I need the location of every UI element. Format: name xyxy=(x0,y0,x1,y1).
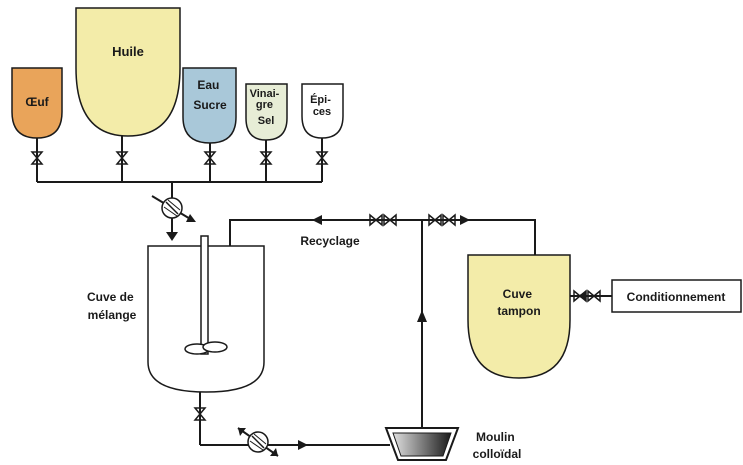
mixing-tank-label-line2: mélange xyxy=(88,308,137,322)
tank-outlet-pipes xyxy=(36,136,323,182)
tank-eau-sucre-line1: Eau xyxy=(197,78,219,92)
recycle-label: Recyclage xyxy=(300,234,360,248)
tank-epices-label: Épi- ces xyxy=(310,93,334,118)
tank-epices xyxy=(301,83,344,139)
tank-epices-line2: ces xyxy=(313,106,331,118)
recycle-valve[interactable] xyxy=(369,213,383,227)
mill-label-line1: Moulin xyxy=(476,430,515,444)
tank-huile-label: Huile xyxy=(112,44,144,59)
buffer-tank xyxy=(467,254,571,379)
buffer-arrow xyxy=(460,215,470,225)
tank-vinaigre-sel xyxy=(245,83,288,141)
valve-eau-sucre[interactable] xyxy=(203,151,217,165)
mill-riser-arrow xyxy=(417,310,427,322)
tank-epices-line1: Épi- xyxy=(310,93,331,106)
mixing-tank-label-line1: Cuve de xyxy=(87,290,134,304)
buffer-valve-2[interactable] xyxy=(442,213,456,227)
mixing-tank-shaft xyxy=(200,235,209,355)
packaging-valve-2[interactable] xyxy=(587,289,601,303)
tank-oeuf-label: Œuf xyxy=(25,95,49,109)
packaging-box xyxy=(611,279,742,313)
mill-pump-icon[interactable] xyxy=(237,427,279,457)
mill-label-line2: colloïdal xyxy=(473,447,522,461)
tank-oeuf xyxy=(11,67,63,139)
tank-eau-sucre-line2: Sucre xyxy=(193,98,227,112)
tank-vinaigre-sel-line2: gre xyxy=(256,99,273,111)
packaging-label: Conditionnement xyxy=(627,290,726,304)
recycle-valve-2[interactable] xyxy=(383,213,397,227)
valve-epices[interactable] xyxy=(315,151,329,165)
recycle-arrow xyxy=(312,215,322,225)
buffer-valve[interactable] xyxy=(428,213,442,227)
mixing-tank-label: Cuve de mélange xyxy=(87,290,137,322)
mill-feed-arrow xyxy=(298,440,308,450)
buffer-tank-line1: Cuve xyxy=(503,287,533,301)
tank-vinaigre-sel-line3: Sel xyxy=(258,115,275,127)
mixing-outlet-valve[interactable] xyxy=(193,407,207,421)
buffer-tank-line2: tampon xyxy=(497,304,540,318)
feed-pump-icon[interactable] xyxy=(151,195,196,222)
mill-label: Moulin colloïdal xyxy=(473,430,522,461)
tank-vinaigre-sel-line1: Vinai- xyxy=(250,88,280,100)
tank-huile xyxy=(75,7,181,137)
valve-vinaigre-sel[interactable] xyxy=(259,151,273,165)
tank-eau-sucre xyxy=(182,67,237,144)
tank-eau-sucre-label: Eau Sucre xyxy=(193,78,227,112)
feed-arrow xyxy=(166,232,178,241)
buffer-tank-label: Cuve tampon xyxy=(497,287,540,318)
packaging-arrow xyxy=(578,291,586,301)
tank-vinaigre-sel-label: Vinai- gre Sel xyxy=(250,88,283,127)
valve-oeuf[interactable] xyxy=(30,151,44,165)
colloid-mill-core xyxy=(392,432,452,457)
valve-huile[interactable] xyxy=(115,151,129,165)
agitator-icon xyxy=(184,341,228,355)
outlet-valves xyxy=(30,151,329,165)
